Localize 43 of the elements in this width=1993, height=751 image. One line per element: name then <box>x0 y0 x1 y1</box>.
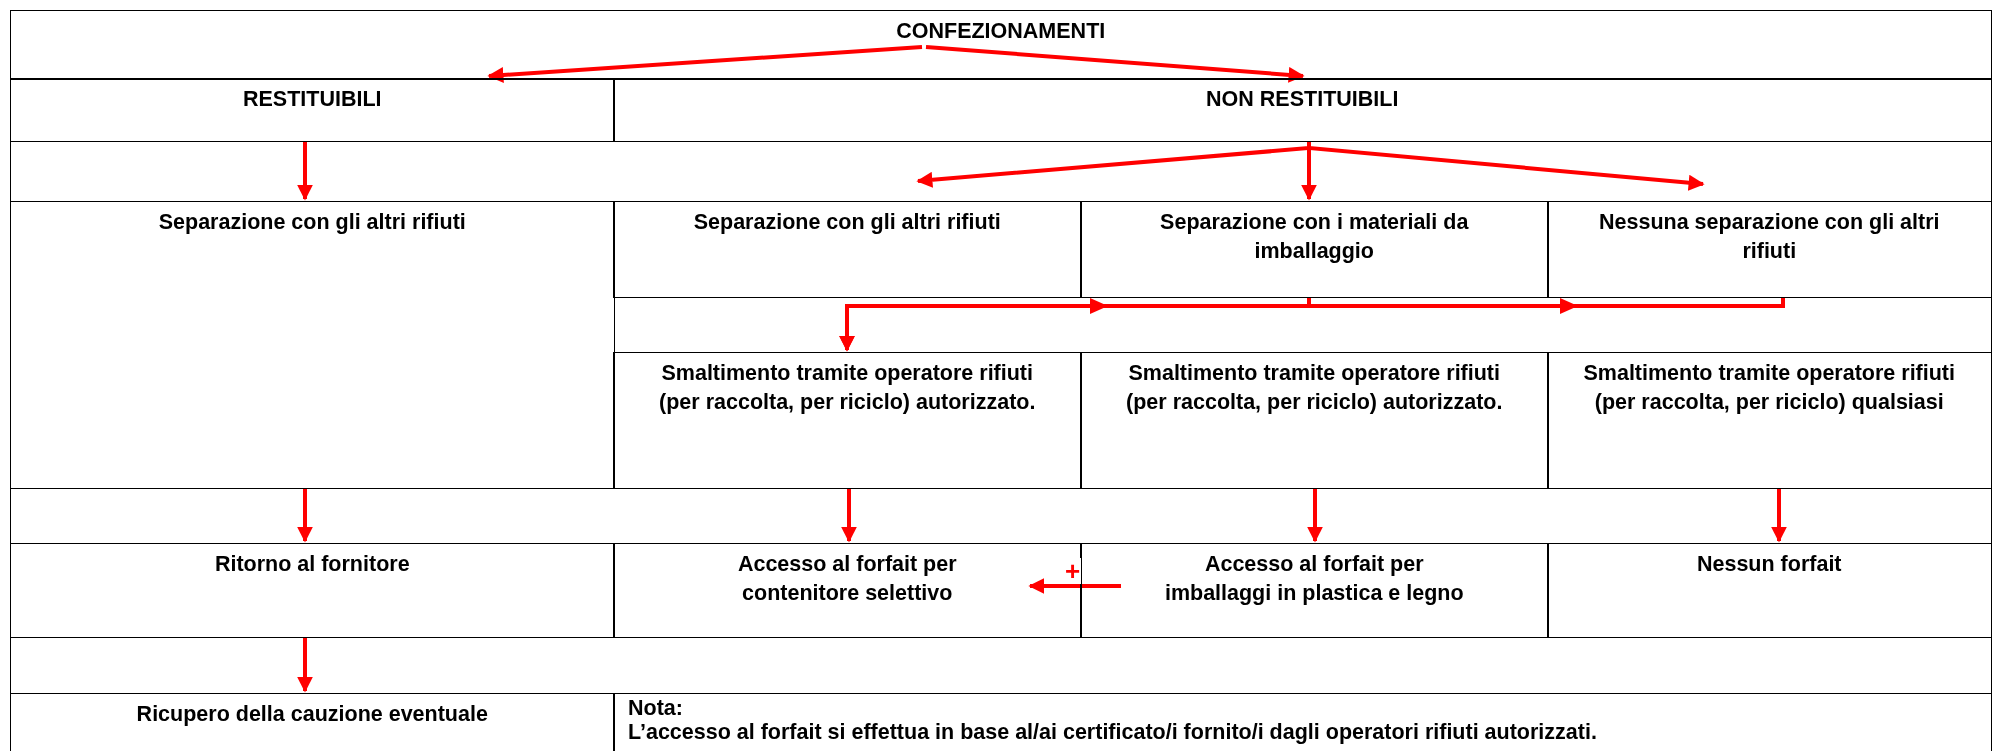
arrow <box>297 488 313 543</box>
arrow <box>1307 488 1323 543</box>
cell-label: Nessun forfait <box>1696 551 1842 578</box>
table-cell <box>613 78 1992 142</box>
cell-label: Ricupero della cauzione eventuale <box>136 701 488 728</box>
arrow <box>839 296 1785 352</box>
arrow <box>297 637 313 693</box>
table-cell <box>1547 201 1992 298</box>
arrow <box>487 45 923 83</box>
cell-label: Separazione con gli altri rifiuti <box>693 209 1001 236</box>
cell-label: Accesso al forfait per contenitore selettivo <box>736 551 958 607</box>
note-text: L’accesso al forfait si effettua in base al/ai certificato/i fornito/i dagli operatori rifiuti autorizzati. <box>628 720 1597 744</box>
table-cell <box>613 352 1082 489</box>
cell-label: Separazione con gli altri rifiuti <box>158 209 466 236</box>
table-cell <box>613 693 1992 751</box>
table-cell <box>10 543 615 638</box>
table-cell <box>1547 543 1992 638</box>
cell-label: NON RESTITUIBILI <box>1206 86 1399 113</box>
table-cell <box>613 543 1082 638</box>
arrow <box>297 141 313 201</box>
cell-label: Ritorno al fornitore <box>214 551 410 578</box>
note-heading: Nota: <box>628 696 683 720</box>
cell-label: CONFEZIONAMENTI <box>896 18 1106 45</box>
cell-label: Smaltimento tramite operatore rifiuti (per raccolta, per riciclo) autorizzato. <box>658 360 1037 416</box>
table-cell <box>1080 201 1549 298</box>
arrow <box>1771 488 1787 543</box>
cell-label: Smaltimento tramite operatore rifiuti (per raccolta, per riciclo) autorizzato. <box>1125 360 1504 416</box>
cell-label: Smaltimento tramite operatore rifiuti (per raccolta, per riciclo) qualsiasi <box>1582 360 1956 416</box>
cell-label: Accesso al forfait per imballaggi in plastica e legno <box>1163 551 1465 607</box>
cell-label: Nessuna separazione con gli altri rifiuti <box>1598 209 1941 265</box>
edge-label: + <box>1064 558 1082 584</box>
table-cell <box>10 78 615 142</box>
table-cell <box>1547 352 1992 489</box>
table-cell <box>1080 352 1549 489</box>
table-cell <box>10 693 615 751</box>
table-cell <box>10 201 615 489</box>
cell-label: Separazione con i materiali da imballaggio <box>1159 209 1470 265</box>
arrow <box>1028 578 1121 594</box>
cell-label: RESTITUIBILI <box>242 86 382 113</box>
arrow <box>925 45 1305 83</box>
table-cell <box>613 201 1082 298</box>
table-cell <box>1080 543 1549 638</box>
arrow <box>841 488 857 543</box>
